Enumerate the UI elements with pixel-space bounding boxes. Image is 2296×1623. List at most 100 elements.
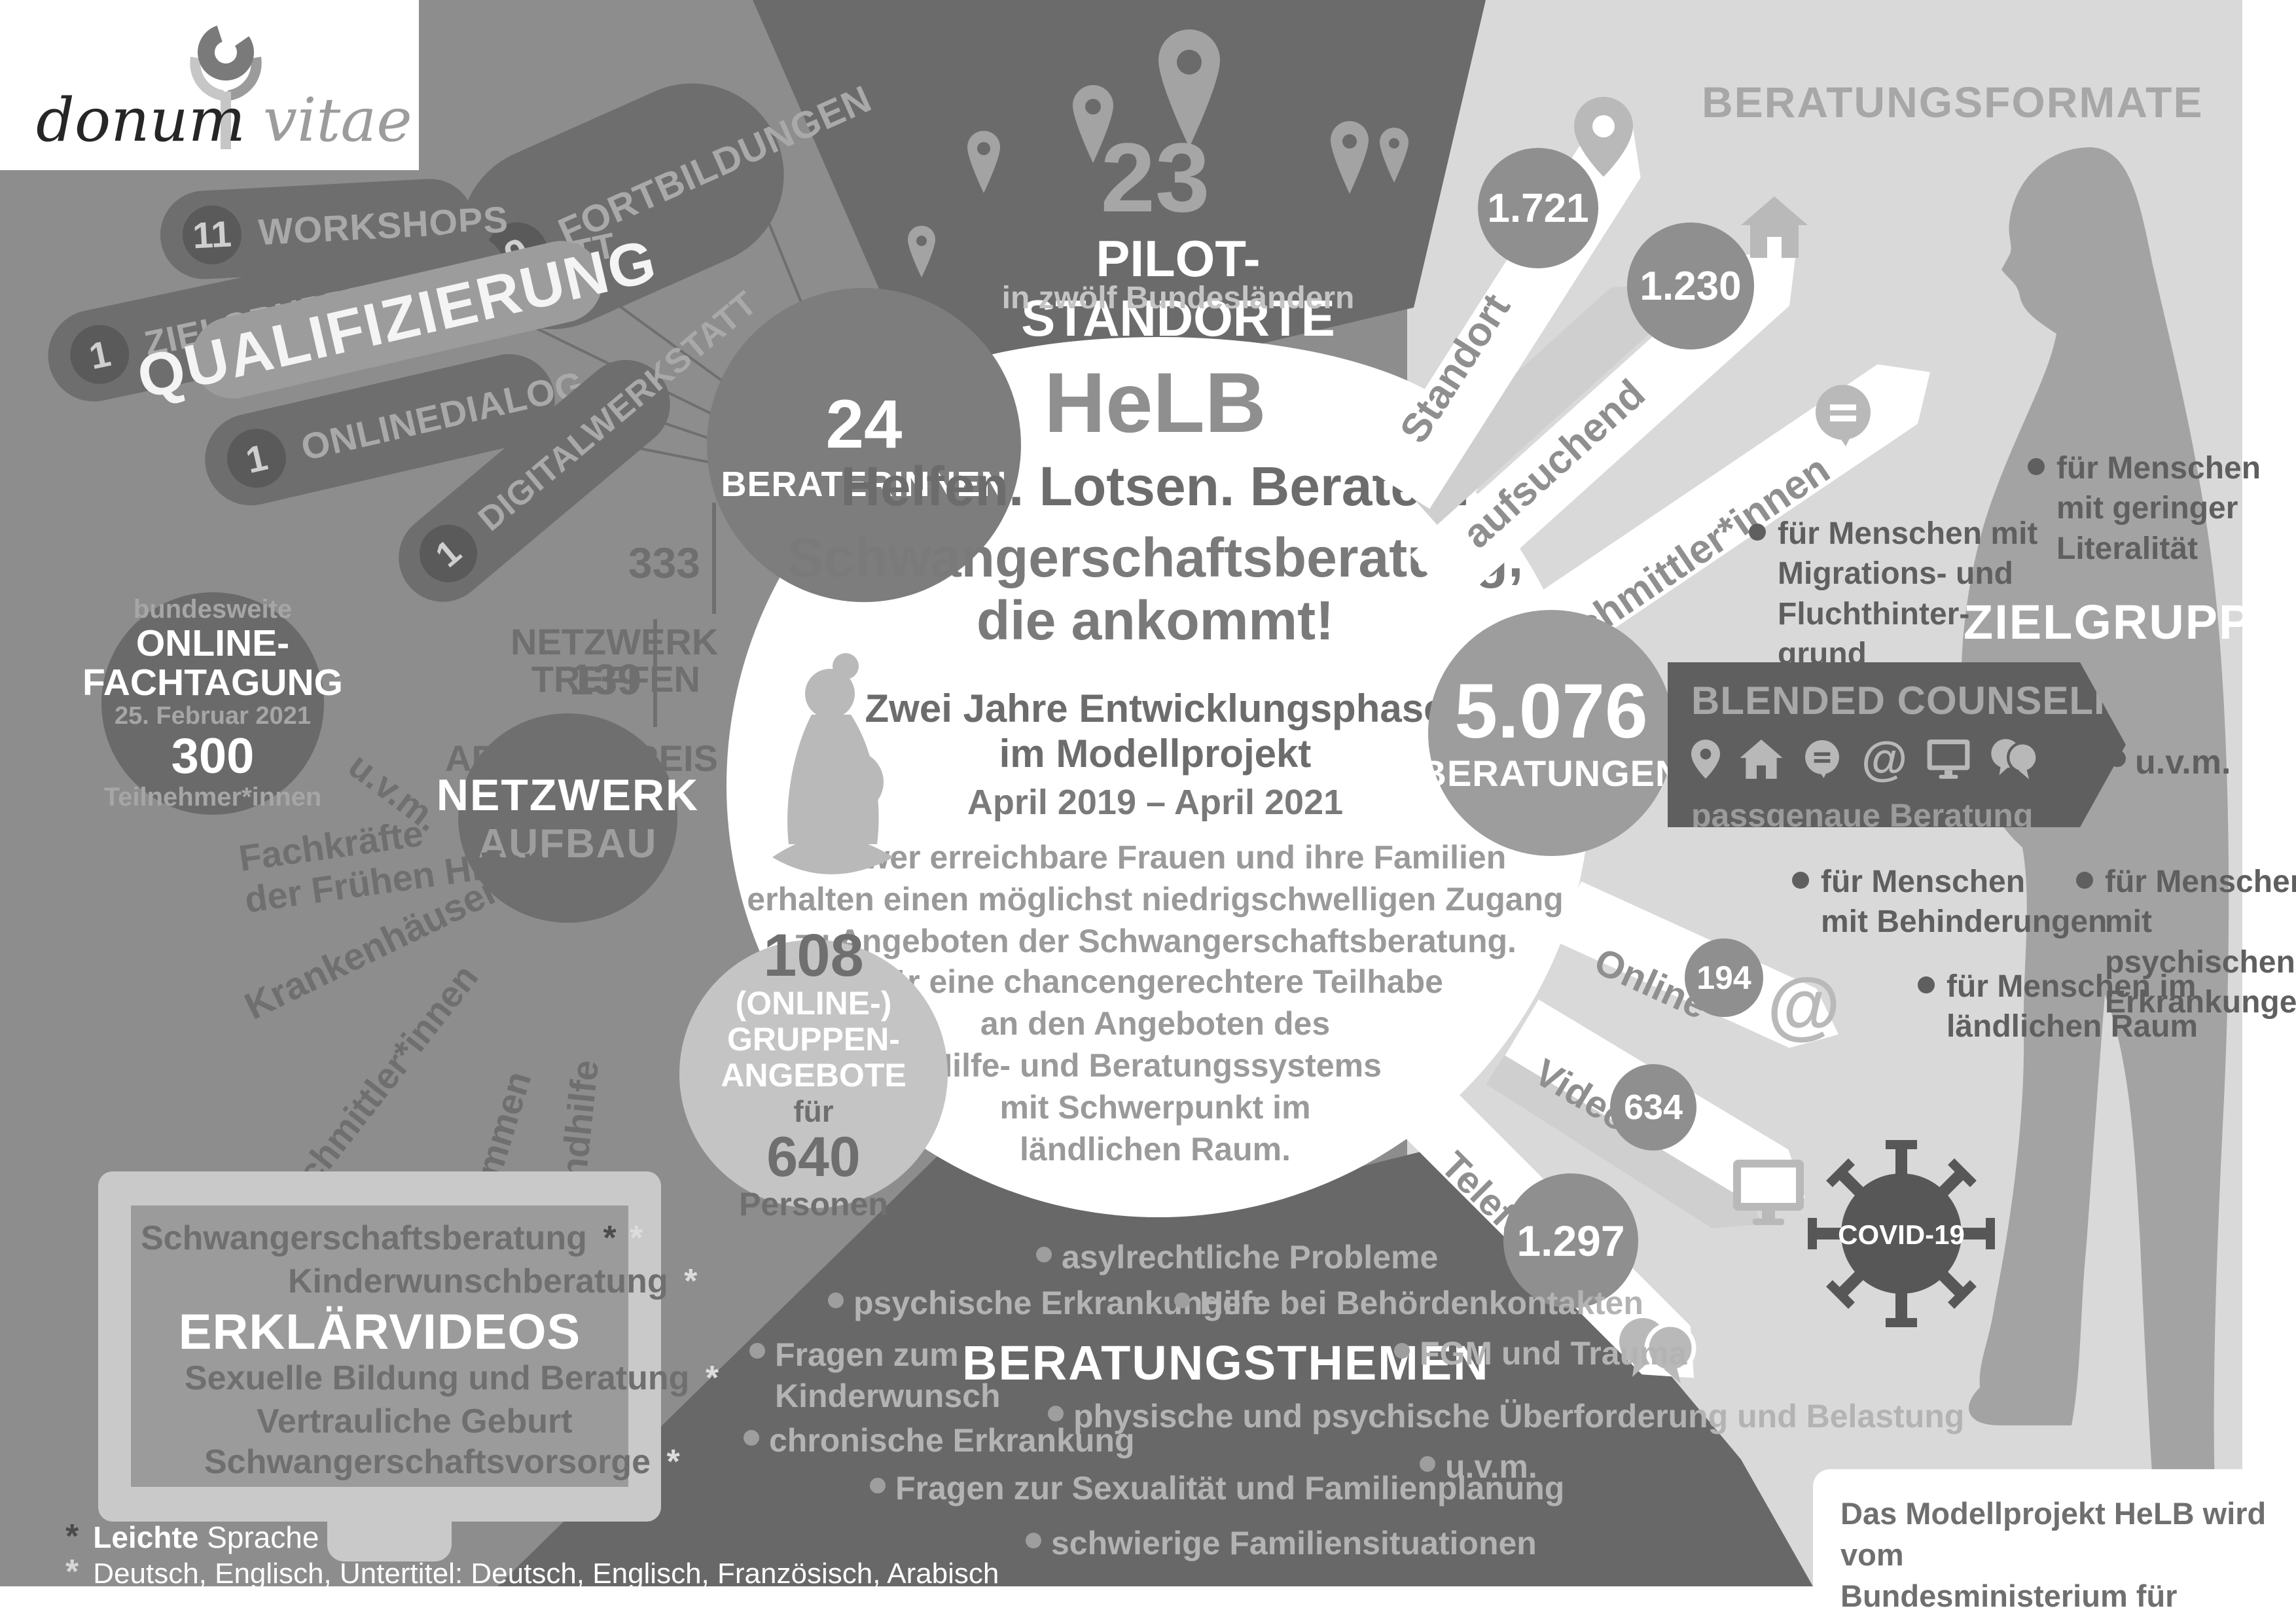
gruppenangebote-count: 108 <box>763 921 864 989</box>
videos-monitor-stand <box>327 1520 452 1561</box>
asterisk-light-icon: * <box>705 1359 719 1397</box>
blended-house-icon <box>1740 740 1783 779</box>
zielgruppen-uvm: u.v.m. <box>2135 743 2231 781</box>
themen-item-7: u.v.m. <box>1445 1448 1537 1485</box>
video-topic-4: Vertrauliche Geburt <box>257 1402 573 1441</box>
online-count: 194 <box>1696 959 1751 996</box>
chat-bubbles-icon <box>1619 1318 1696 1383</box>
video-topic-2-text: Kinderwunschberatung <box>288 1262 668 1300</box>
beraterinnen-circle: 24 BERATERINNEN <box>707 288 1021 602</box>
video-count-circle: 634 <box>1610 1064 1696 1150</box>
hero-acronym: HeLB <box>1044 355 1266 450</box>
aufsuchend-count: 1.230 <box>1640 263 1742 309</box>
brand-name-vitae: vitae <box>263 85 412 155</box>
footnote-2-mark: * <box>65 1553 79 1591</box>
monitor-icon <box>1733 1160 1804 1225</box>
beratungen-label: BERATUNGEN <box>1420 753 1683 794</box>
blended-icons-row: @ <box>1691 732 2126 786</box>
themen-dot-6 <box>744 1430 759 1446</box>
covid-virus-icon: COVID-19 <box>1808 1140 1995 1327</box>
asterisk-light-icon: * <box>666 1443 680 1481</box>
blended-pin-icon <box>1691 739 1720 779</box>
themen-title: BERATUNGSTHEMEN <box>962 1336 1490 1390</box>
themen-dot-3 <box>749 1343 765 1359</box>
pilot-count: 23 <box>1100 122 1210 232</box>
online-count-circle: 194 <box>1685 938 1763 1017</box>
fachtagung-date: 25. Februar 2021 <box>115 702 311 730</box>
zielgruppen-dot-uvm <box>2109 750 2126 767</box>
netzwerk-treffen-stat: 333 NETZWERK TREFFEN <box>511 504 718 698</box>
stat-divider-1 <box>712 503 716 614</box>
themen-dot-2 <box>1174 1293 1190 1308</box>
at-sign-icon: @ <box>1767 963 1841 1047</box>
beratungen-count: 5.076 <box>1454 668 1648 755</box>
themen-item-1: psychische Erkrankungen <box>853 1285 1261 1321</box>
fachtagung-unit: Teilnehmer*innen <box>103 783 322 812</box>
video-topic-3: Sexuelle Bildung und Beratung * <box>185 1359 719 1398</box>
fachtagung-scope: bundesweite <box>133 594 293 624</box>
pilot-title: PILOT-STANDORTE <box>1021 230 1335 347</box>
map-pin-icon <box>908 29 1408 277</box>
standort-count: 1.721 <box>1487 185 1589 231</box>
themen-item-3: Fragen zum Kinderwunsch <box>775 1336 1001 1414</box>
themen-dot-5 <box>1048 1406 1064 1421</box>
footnote-1-mark: * <box>65 1518 79 1556</box>
themen-dot-0 <box>1036 1247 1052 1262</box>
beraterinnen-label: BERATERINNEN <box>721 465 1007 504</box>
brand-name-donum: donum <box>36 85 246 155</box>
video-topic-2: Kinderwunschberatung * <box>288 1262 697 1301</box>
beratungsformate-title: BERATUNGSFORMATE <box>1702 78 2204 126</box>
themen-item-8: Fragen zur Sexualität und Familienplanun… <box>895 1470 1565 1507</box>
video-topic-4-text: Vertrauliche Geburt <box>257 1402 573 1440</box>
hero-tagline: Helfen. Lotsen. Beraten. <box>840 455 1470 517</box>
zielgruppen-migration: für Menschen mit Migrations- und Fluchth… <box>1778 516 2038 672</box>
themen-dot-8 <box>870 1478 886 1493</box>
blended-monitor-icon <box>1927 740 1970 779</box>
asterisk-light-icon: * <box>630 1219 643 1257</box>
video-topic-1: Schwangerschaftsberatung * * <box>141 1219 643 1258</box>
house-icon <box>1741 196 1808 258</box>
asterisk-light-icon: * <box>684 1262 698 1300</box>
fachtagung-count: 300 <box>171 728 255 785</box>
gruppenangebote-persons-count: 640 <box>766 1125 861 1188</box>
footnote-2-text: Deutsch, Englisch, Untertitel: Deutsch, … <box>93 1558 999 1590</box>
netzwerk-title: NETZWERK <box>436 770 700 820</box>
videos-title: ERKLÄRVIDEOS <box>178 1304 581 1360</box>
zielgruppen-dot-1 <box>2028 458 2045 475</box>
hero-paragraph-2: Für eine chancengerechtere Teilhabe an d… <box>867 963 1443 1168</box>
zielgruppen-dot-5 <box>1918 976 1935 993</box>
hero-period: April 2019 – April 2021 <box>967 783 1344 822</box>
gruppenangebote-label: (ONLINE-) GRUPPEN- ANGEBOTE <box>721 984 906 1094</box>
themen-dot-7 <box>1420 1456 1435 1472</box>
footnote-1: * Leichte Sprache <box>65 1517 319 1556</box>
location-pin-icon <box>1574 97 1633 177</box>
gruppenangebote-fuer: für <box>793 1094 834 1128</box>
standort-count-circle: 1.721 <box>1478 148 1598 268</box>
footnote-1-rest: Sprache <box>198 1520 319 1554</box>
netzwerk-aufbau-ellipse: NETZWERK AUFBAU <box>437 713 698 923</box>
video-topic-5-text: Schwangerschaftsvorsorge <box>204 1443 651 1481</box>
beraterinnen-count: 24 <box>825 386 903 463</box>
zielgruppen-literalitaet: für Menschen mit geringer Literalität <box>2056 451 2261 566</box>
pilot-subtitle: in zwölf Bundesländern <box>1001 281 1355 315</box>
blended-at-icon: @ <box>1861 733 1908 785</box>
stat-divider-2 <box>653 619 657 727</box>
themen-dot-9 <box>1026 1533 1041 1548</box>
funding-box <box>1813 1469 2296 1623</box>
footnote-1-bold: Leichte <box>93 1520 199 1554</box>
videos-monitor-screen <box>131 1205 628 1487</box>
zielgruppen-title: ZIELGRUPPEN <box>1964 595 2296 649</box>
themen-item-6: chronische Erkrankung <box>769 1422 1135 1459</box>
gruppenangebote-persons-label: Personen <box>739 1185 888 1222</box>
zielgruppen-dot-4 <box>2076 872 2093 889</box>
video-count: 634 <box>1623 1088 1683 1127</box>
funding-text: Das Modellprojekt HeLB wird vom Bundesmi… <box>1840 1496 2267 1623</box>
themen-dot-4 <box>1394 1343 1410 1359</box>
telefon-count: 1.297 <box>1516 1217 1625 1265</box>
zielgruppen-dot-2 <box>1749 524 1766 541</box>
beratungen-circle: 5.076 BERATUNGEN <box>1420 610 1681 856</box>
speech-bubble-icon <box>1816 385 1871 446</box>
video-topic-5: Schwangerschaftsvorsorge * <box>204 1442 680 1482</box>
fachtagung-title: ONLINE- FACHTAGUNG <box>82 622 343 704</box>
